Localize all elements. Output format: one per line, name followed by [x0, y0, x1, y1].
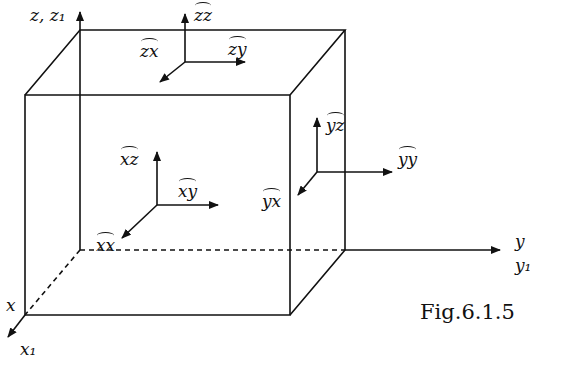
stress-label: yy — [398, 146, 417, 169]
axis-label: z, z₁ — [30, 6, 66, 25]
stress-label: zy — [228, 36, 247, 59]
stress-label: yz — [326, 112, 345, 135]
stress-label: zx — [140, 38, 159, 61]
stress-label: xz — [120, 146, 139, 169]
stress-label: xx — [96, 232, 115, 255]
axis-label: x — [6, 296, 16, 315]
axis-label: y₁ — [515, 256, 531, 275]
axis-label: x₁ — [20, 340, 36, 359]
stress-label: xy — [178, 178, 197, 201]
stress-label: zz — [194, 2, 212, 25]
stress-label: yx — [262, 188, 281, 211]
axis-label: y — [515, 232, 525, 251]
figure-caption: Fig.6.1.5 — [420, 300, 515, 324]
